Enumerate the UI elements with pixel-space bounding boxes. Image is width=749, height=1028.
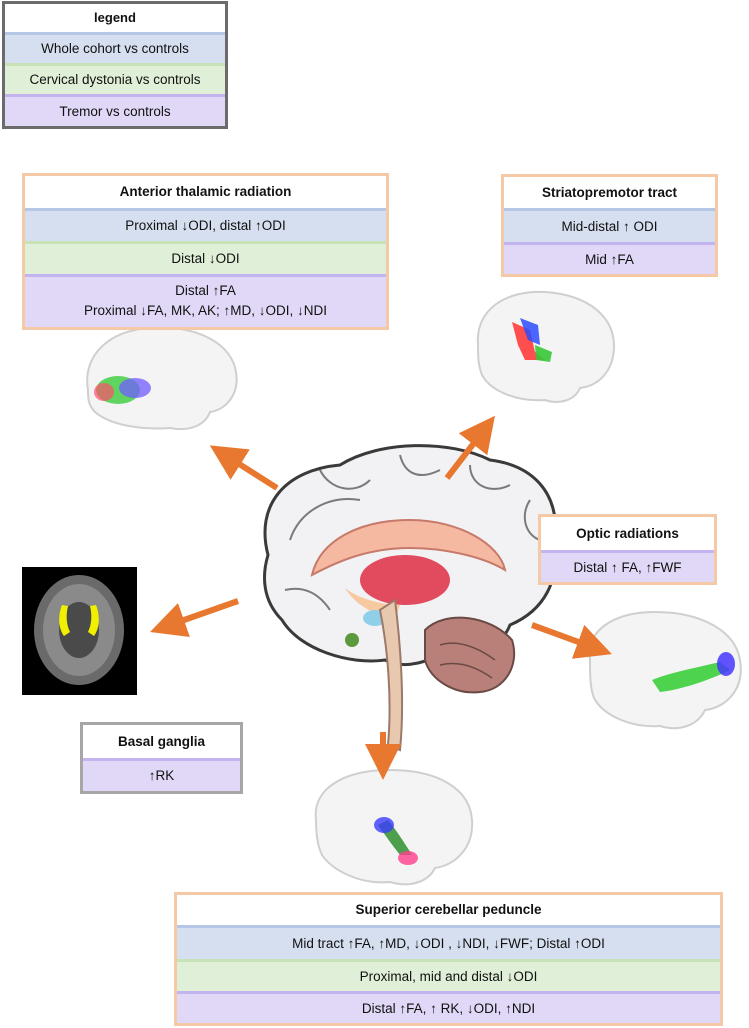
legend-item-tremor: Tremor vs controls xyxy=(5,94,225,126)
scp-cervical-dystonia: Proximal, mid and distal ↓ODI xyxy=(177,959,720,991)
brain-thumbnail-anterior-thalamic xyxy=(86,326,238,431)
basal-ganglia-tremor: ↑RK xyxy=(83,758,240,791)
legend-title: legend xyxy=(94,10,136,25)
brain-thumbnail-striatopremotor xyxy=(476,290,616,403)
scp-title: Superior cerebellar peduncle xyxy=(355,902,542,917)
anterior-thalamic-tremor: Distal ↑FA Proximal ↓FA, MK, AK; ↑MD, ↓O… xyxy=(25,274,386,327)
optic-tremor: Distal ↑ FA, ↑FWF xyxy=(541,550,714,582)
anterior-thalamic-title: Anterior thalamic radiation xyxy=(119,184,292,199)
basal-ganglia-title: Basal ganglia xyxy=(117,734,206,749)
anterior-thalamic-tremor-line1: Distal ↑FA xyxy=(175,283,236,298)
legend-item-whole-cohort: Whole cohort vs controls xyxy=(5,32,225,63)
legend-item-cervical-dystonia: Cervical dystonia vs controls xyxy=(5,63,225,94)
anterior-thalamic-tremor-line2: Proximal ↓FA, MK, AK; ↑MD, ↓ODI, ↓NDI xyxy=(83,303,328,318)
arrow-to-optic xyxy=(530,622,612,659)
anterior-thalamic-cervical-dystonia: Distal ↓ODI xyxy=(25,241,386,274)
mri-basal-ganglia-image xyxy=(22,567,137,695)
striatopremotor-whole-cohort: Mid-distal ↑ ODI xyxy=(504,208,715,242)
brain-thumbnail-optic xyxy=(588,610,742,730)
arrow-to-striatopremotor xyxy=(444,415,495,480)
basal-ganglia-box: Basal ganglia ↑RK xyxy=(80,722,243,794)
arrow-to-anterior-thalamic xyxy=(209,445,279,491)
striatopremotor-box: Striatopremotor tract Mid-distal ↑ ODI M… xyxy=(501,174,718,277)
optic-box: Optic radiations Distal ↑ FA, ↑FWF xyxy=(538,514,717,585)
striatopremotor-title: Striatopremotor tract xyxy=(541,185,678,200)
anterior-thalamic-box: Anterior thalamic radiation Proximal ↓OD… xyxy=(22,173,389,330)
striatopremotor-tremor: Mid ↑FA xyxy=(504,242,715,274)
arrow-to-basal-ganglia xyxy=(150,598,239,637)
scp-whole-cohort: Mid tract ↑FA, ↑MD, ↓ODI , ↓NDI, ↓FWF; D… xyxy=(177,925,720,959)
scp-box: Superior cerebellar peduncle Mid tract ↑… xyxy=(174,892,723,1026)
central-brain-illustration xyxy=(263,444,558,752)
brain-thumbnail-scp xyxy=(314,768,474,886)
anterior-thalamic-whole-cohort: Proximal ↓ODI, distal ↑ODI xyxy=(25,208,386,241)
optic-title: Optic radiations xyxy=(576,526,679,541)
scp-tremor: Distal ↑FA, ↑ RK, ↓ODI, ↑NDI xyxy=(177,991,720,1023)
legend-box: legend Whole cohort vs controls Cervical… xyxy=(2,1,228,129)
